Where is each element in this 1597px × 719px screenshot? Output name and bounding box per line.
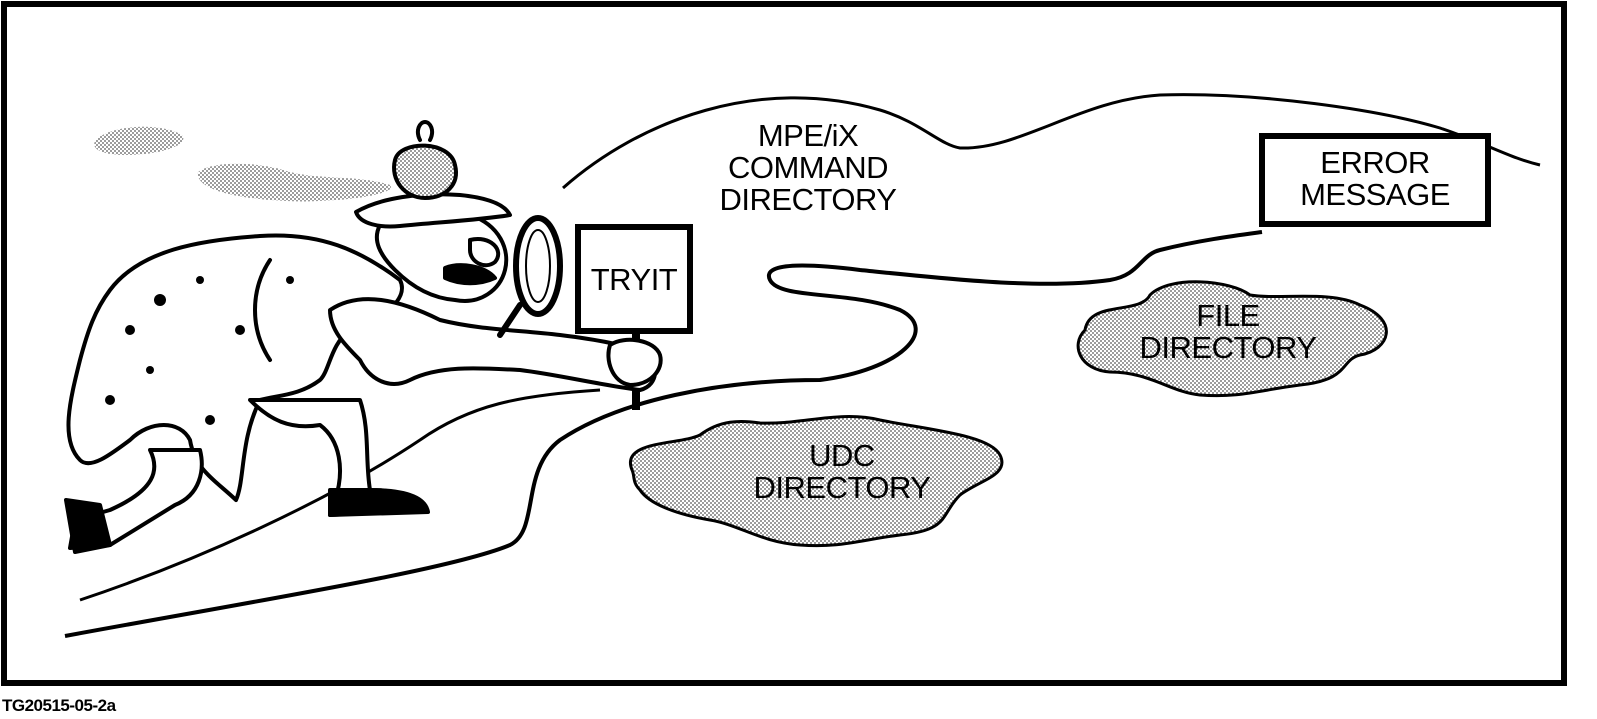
tryit-sign: TRYIT (575, 224, 693, 410)
detective-boot-back (64, 498, 112, 554)
detective-hand (606, 337, 663, 387)
tryit-label: TRYIT (591, 262, 678, 297)
figure-caption: TG20515-05-2a (2, 696, 117, 715)
magnifying-glass-lens (525, 229, 551, 303)
detective-boot-front (328, 488, 430, 517)
detective-arm (328, 297, 657, 392)
smoke-puffs (94, 126, 391, 202)
cape-spots (105, 276, 294, 425)
mpe-command-directory-label: MPE/iX COMMAND DIRECTORY (720, 118, 897, 217)
detective-cape (66, 233, 404, 502)
horizon-hills (562, 93, 1541, 190)
udc-label-line1: UDC (809, 438, 875, 473)
file-directory-puddle: FILE DIRECTORY (1076, 280, 1388, 398)
file-label-line2: DIRECTORY (1140, 330, 1317, 365)
detective-nose (468, 237, 501, 268)
error-label-line1: ERROR (1320, 145, 1429, 180)
hat-top-ornament (392, 143, 458, 200)
road-lower-edge (64, 230, 1263, 638)
error-label-line2: MESSAGE (1300, 177, 1450, 212)
file-label-line1: FILE (1196, 298, 1259, 333)
error-message-box: ERROR MESSAGE (1259, 133, 1491, 227)
detective-mustache (443, 263, 497, 286)
outer-frame (1, 1, 1567, 686)
road-upper-edge (79, 388, 601, 602)
mpe-label-line2: COMMAND (728, 150, 888, 185)
cape-strap (253, 258, 272, 362)
hat-ornament-stem (415, 120, 435, 142)
mpe-label-line1: MPE/iX (758, 118, 859, 153)
magnifier-handle (497, 302, 523, 338)
udc-label-line2: DIRECTORY (754, 470, 931, 505)
magnifying-glass (513, 215, 563, 317)
detective-illustration (64, 120, 663, 554)
udc-directory-puddle: UDC DIRECTORY (628, 415, 1004, 548)
mpe-label-line3: DIRECTORY (720, 182, 897, 217)
